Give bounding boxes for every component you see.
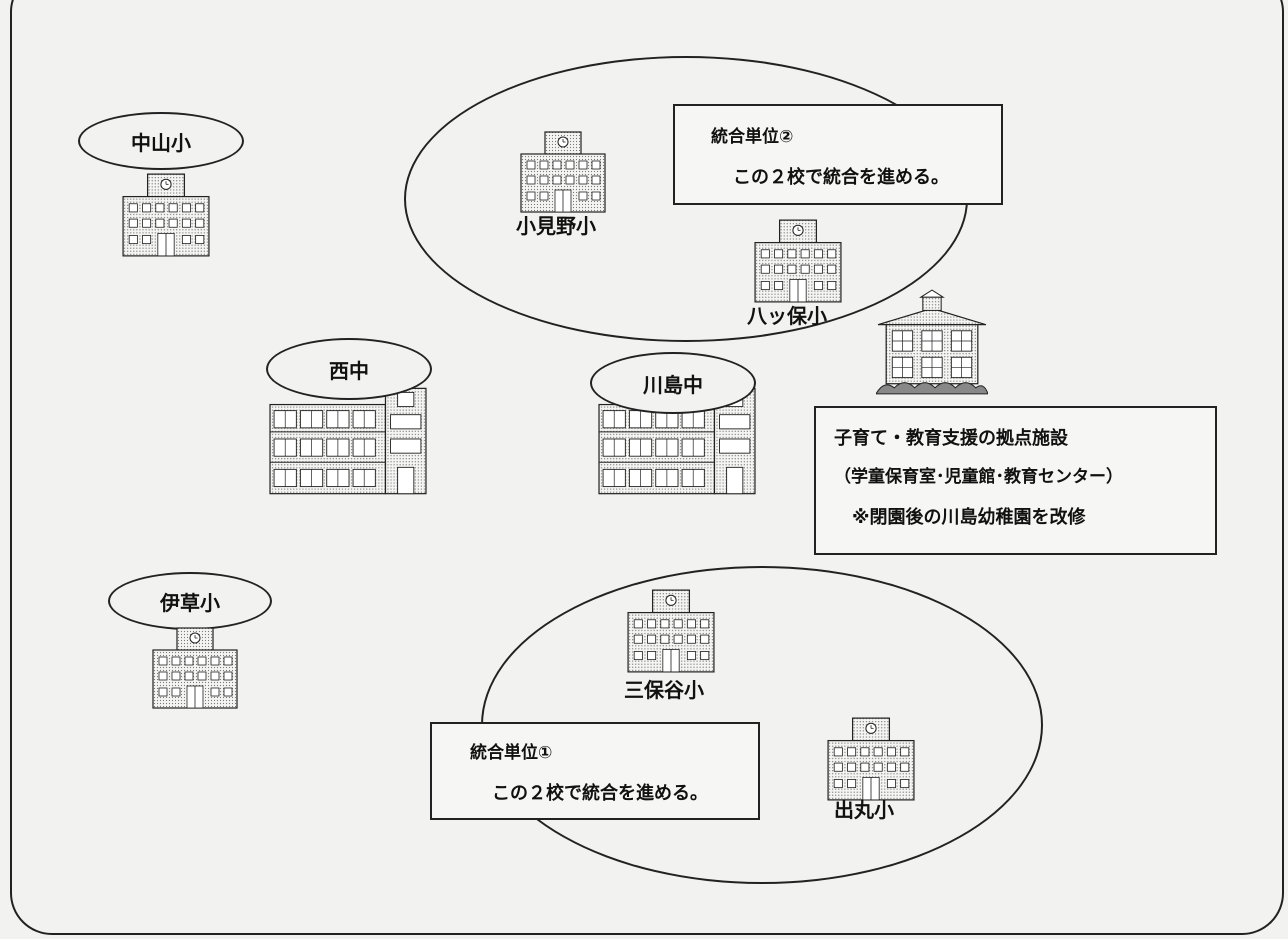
label-nishinaka-text: 西中 (329, 358, 369, 383)
unit2-desc: この２校で統合を進める。 (733, 167, 949, 188)
unit2-title: 統合単位② (711, 127, 794, 147)
label-mihoya: 三保谷小 (624, 678, 704, 702)
facility-sub: （学童保育室･児童館･教育センター） (834, 467, 1123, 487)
label-igusa-text: 伊草小 (160, 590, 220, 615)
elementary-school-icon (150, 624, 240, 712)
unit1-box: 統合単位① この２校で統合を進める。 (430, 722, 760, 820)
elementary-school-icon (518, 128, 608, 216)
label-demaru: 出丸小 (834, 798, 894, 822)
facility-box: 子育て・教育支援の拠点施設 （学童保育室･児童館･教育センター） ※閉園後の川島… (814, 406, 1217, 555)
unit1-desc: この２校で統合を進める。 (492, 783, 708, 804)
elementary-school-icon (120, 170, 212, 260)
outer-frame (10, 0, 1284, 935)
unit1-title: 統合単位① (470, 743, 553, 763)
label-kawajimanaka: 川島中 (590, 352, 756, 414)
label-nakayama-text: 中山小 (131, 130, 191, 155)
label-komino: 小見野小 (516, 214, 596, 238)
elementary-school-icon (752, 216, 844, 306)
label-nakayama: 中山小 (78, 112, 244, 170)
label-igusa: 伊草小 (108, 572, 272, 630)
facility-title: 子育て・教育支援の拠点施設 (834, 428, 1068, 449)
label-nishinaka: 西中 (266, 338, 432, 400)
elementary-school-icon (825, 714, 917, 804)
unit2-box: 統合単位② この２校で統合を進める。 (673, 104, 1003, 205)
label-hatsupo: 八ッ保小 (747, 304, 827, 328)
facility-note: ※閉園後の川島幼稚園を改修 (852, 507, 1086, 528)
facility-building-icon (876, 288, 988, 398)
elementary-school-icon (625, 586, 717, 676)
middle-school-icon (268, 384, 428, 496)
label-kawajimanaka-text: 川島中 (643, 372, 703, 397)
